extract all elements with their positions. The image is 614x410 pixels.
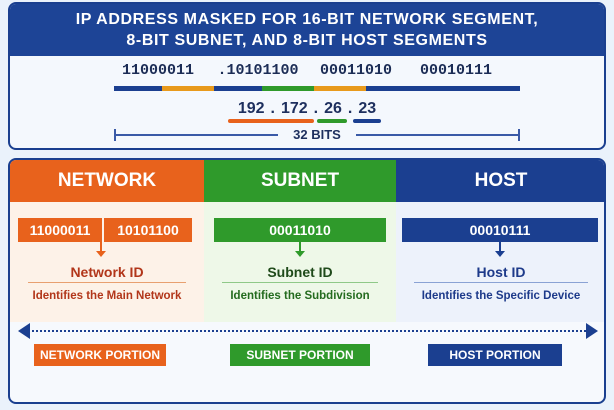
network-octet-1-box: 11000011 xyxy=(18,218,102,242)
host-octet-box: 00010111 xyxy=(402,218,598,242)
host-body: 00010111 Host ID Identifies the Specific… xyxy=(396,202,604,322)
subnet-column: SUBNET 00011010 Subnet ID Identifies the… xyxy=(204,160,396,322)
subnet-octet-box: 00011010 xyxy=(214,218,386,242)
title-line-2: 8-BIT SUBNET, AND 8-BIT HOST SEGMENTS xyxy=(126,32,488,49)
segment-host xyxy=(366,86,520,91)
host-pointer xyxy=(495,242,505,257)
subnet-header: SUBNET xyxy=(204,160,396,202)
binary-octet-1: 11000011 xyxy=(121,62,194,79)
decimal-dot: . xyxy=(347,100,353,117)
decimal-octet-4: 23 xyxy=(358,100,377,117)
subnet-underline xyxy=(317,119,347,123)
binary-octet-4: 00010111 xyxy=(419,62,492,79)
subnet-portion-badge: SUBNET PORTION xyxy=(230,344,370,366)
subnet-body: 00011010 Subnet ID Identifies the Subdiv… xyxy=(204,202,396,322)
bit-span-label: 32 BITS xyxy=(278,127,356,142)
decimal-address: 192 . 172 . 26 . 23 xyxy=(10,100,604,118)
subnet-divider xyxy=(222,282,378,283)
decimal-octet-2: 172 xyxy=(280,100,308,117)
network-header: NETWORK xyxy=(10,160,204,202)
decimal-octet-1: 192 xyxy=(237,100,265,117)
title-banner: IP ADDRESS MASKED FOR 16-BIT NETWORK SEG… xyxy=(10,4,604,56)
span-arrow-line xyxy=(24,330,590,332)
network-portion-badge: NETWORK PORTION xyxy=(34,344,166,366)
network-description: Identifies the Main Network xyxy=(32,290,182,302)
host-header: HOST xyxy=(396,160,604,202)
host-id-label: Host ID xyxy=(476,264,526,280)
segment-subnet-b xyxy=(314,86,366,91)
segment-network-c xyxy=(214,86,262,91)
network-body: 11000011 10101100 Network ID Identifies … xyxy=(10,202,204,322)
subnet-id-label: Subnet ID xyxy=(267,264,333,280)
network-id-label: Network ID xyxy=(70,264,144,280)
subnet-pointer xyxy=(295,242,305,257)
title-line-1: IP ADDRESS MASKED FOR 16-BIT NETWORK SEG… xyxy=(75,11,539,28)
binary-octet-2: .10101100 xyxy=(217,62,299,79)
segments-panel: NETWORK 11000011 10101100 Network ID Ide… xyxy=(8,158,606,404)
segment-network-a xyxy=(114,86,162,91)
address-panel: IP ADDRESS MASKED FOR 16-BIT NETWORK SEG… xyxy=(8,2,606,150)
host-description: Identifies the Specific Device xyxy=(421,290,581,302)
binary-octets: 11000011 .10101100 00011010 00010111 xyxy=(106,62,506,79)
host-column: HOST 00010111 Host ID Identifies the Spe… xyxy=(396,160,604,322)
network-column: NETWORK 11000011 10101100 Network ID Ide… xyxy=(10,160,204,322)
network-pointer xyxy=(96,242,106,257)
host-underline xyxy=(353,119,381,123)
network-divider xyxy=(28,282,186,283)
network-octet-2-box: 10101100 xyxy=(104,218,192,242)
host-portion-badge: HOST PORTION xyxy=(428,344,562,366)
decimal-dot: . xyxy=(313,100,319,117)
segment-subnet-a xyxy=(262,86,314,91)
segment-color-bar xyxy=(114,86,520,91)
segment-network-b xyxy=(162,86,214,91)
decimal-octet-3: 26 xyxy=(324,100,342,117)
network-underline xyxy=(228,119,314,123)
subnet-description: Identifies the Subdivision xyxy=(230,290,370,302)
binary-octet-3: 00011010 xyxy=(319,62,392,79)
decimal-dot: . xyxy=(270,100,275,117)
host-divider xyxy=(414,282,588,283)
double-arrow-icon xyxy=(586,323,598,339)
